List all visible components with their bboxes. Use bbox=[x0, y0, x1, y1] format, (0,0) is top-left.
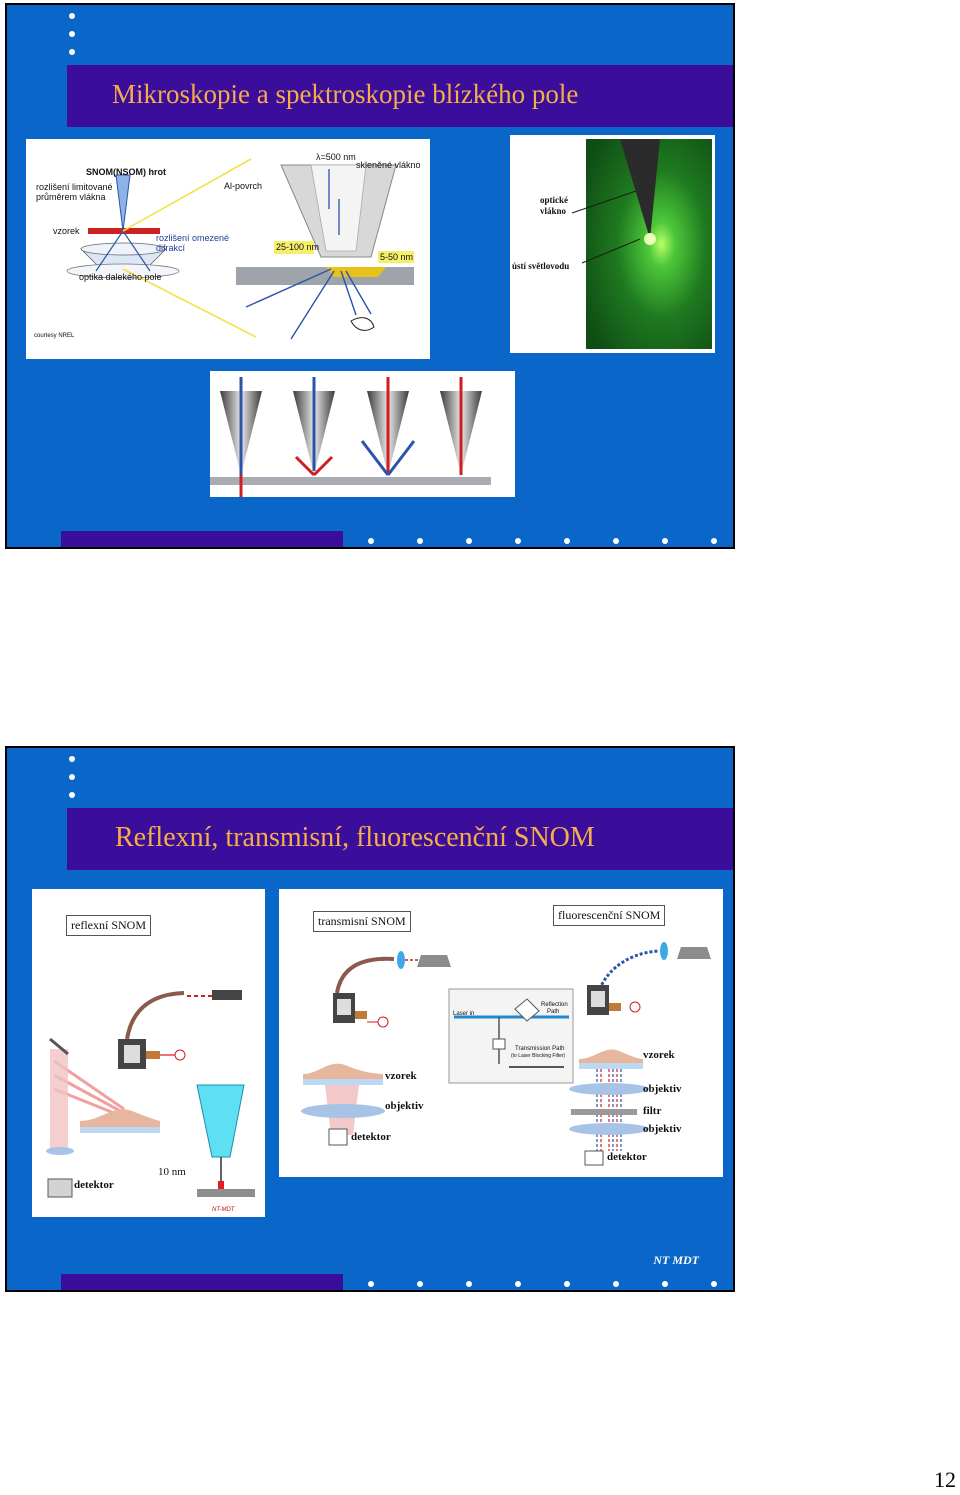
label-vzorek: vzorek bbox=[53, 226, 80, 236]
label-snom-hrot: SNOM(NSOM) hrot bbox=[86, 167, 166, 177]
bullet-dots-bottom bbox=[368, 538, 717, 544]
label-transmission-1: Transmission Path bbox=[515, 1046, 565, 1052]
label-range-2: 5-50 nm bbox=[380, 252, 414, 262]
footer-band bbox=[61, 1274, 343, 1290]
label-reflection-2: Path bbox=[547, 1009, 560, 1015]
label-laser-in: Laser in bbox=[453, 1011, 475, 1017]
label-fluo-vzorek: vzorek bbox=[643, 1049, 675, 1061]
title-band: Mikroskopie a spektroskopie blízkého pol… bbox=[67, 65, 733, 127]
page-number: 12 bbox=[934, 1467, 956, 1492]
slide-title: Mikroskopie a spektroskopie blízkého pol… bbox=[112, 79, 579, 109]
label-detektor: detektor bbox=[74, 1179, 114, 1191]
label-fluo-objektiv-1: objektiv bbox=[643, 1083, 682, 1095]
label-opticke-1: optické bbox=[540, 195, 568, 205]
label-reflection-1: Reflection bbox=[541, 1002, 568, 1008]
label-fluo-detektor: detektor bbox=[607, 1151, 647, 1163]
fiber-tip-photo: optické vlákno ústí světlovodu bbox=[510, 135, 715, 353]
label-brand-small: NT-MDT bbox=[212, 1207, 235, 1213]
trans-fluo-snom-panel: transmisní SNOM vzorek objektiv detektor… bbox=[279, 889, 723, 1177]
label-transmisni-snom: transmisní SNOM bbox=[313, 911, 411, 932]
snom-principle-diagram: SNOM(NSOM) hrot rozlišení limitované prů… bbox=[26, 139, 430, 359]
label-trans-vzorek: vzorek bbox=[385, 1070, 417, 1082]
title-band: Reflexní, transmisní, fluorescenční SNOM bbox=[67, 808, 733, 870]
footer-band bbox=[61, 531, 343, 547]
label-fluo-objektiv-2: objektiv bbox=[643, 1123, 682, 1135]
label-courtesy: courtesy NREL bbox=[34, 333, 75, 339]
label-trans-objektiv: objektiv bbox=[385, 1100, 424, 1112]
slide-1: Mikroskopie a spektroskopie blízkého pol… bbox=[5, 3, 735, 549]
label-optika: optika dalekého pole bbox=[79, 272, 162, 282]
label-sklenene: skleněné vlákno bbox=[356, 160, 421, 170]
label-range-1: 25-100 nm bbox=[276, 242, 320, 252]
label-rozliseni-2: průměrem vlákna bbox=[36, 192, 106, 202]
bullet-dots-top bbox=[69, 756, 79, 810]
label-fluo-filtr: filtr bbox=[643, 1105, 662, 1117]
label-fluorescencni-snom: fluorescenční SNOM bbox=[553, 905, 666, 926]
brand-nt-mdt: NT MDT bbox=[653, 1253, 699, 1267]
label-usti: ústí světlovodu bbox=[512, 261, 570, 271]
bullet-dots-bottom bbox=[368, 1281, 717, 1287]
bullet-dots-top bbox=[69, 13, 79, 67]
slide-title: Reflexní, transmisní, fluorescenční SNOM bbox=[115, 822, 595, 853]
label-trans-detektor: detektor bbox=[351, 1131, 391, 1143]
reflex-snom-panel: reflexní SNOM detektor 10 nm NT-MDT bbox=[32, 889, 265, 1217]
label-10nm: 10 nm bbox=[158, 1166, 186, 1178]
label-transmission-2: (to Laser Blocking Filter) bbox=[511, 1053, 566, 1059]
label-al-povrch: Al-povrch bbox=[224, 181, 263, 191]
label-rozliseni-1: rozlišení limitované bbox=[36, 182, 113, 192]
label-opticke-2: vlákno bbox=[540, 206, 567, 216]
label-reflexni-snom: reflexní SNOM bbox=[66, 915, 151, 936]
label-lambda: λ=500 nm bbox=[316, 152, 356, 162]
modes-diagram bbox=[210, 371, 515, 497]
slide-2: Reflexní, transmisní, fluorescenční SNOM bbox=[5, 746, 735, 1292]
label-omezene-2: difrakcí bbox=[156, 243, 186, 253]
label-omezene-1: rozlišení omezené bbox=[156, 233, 230, 243]
